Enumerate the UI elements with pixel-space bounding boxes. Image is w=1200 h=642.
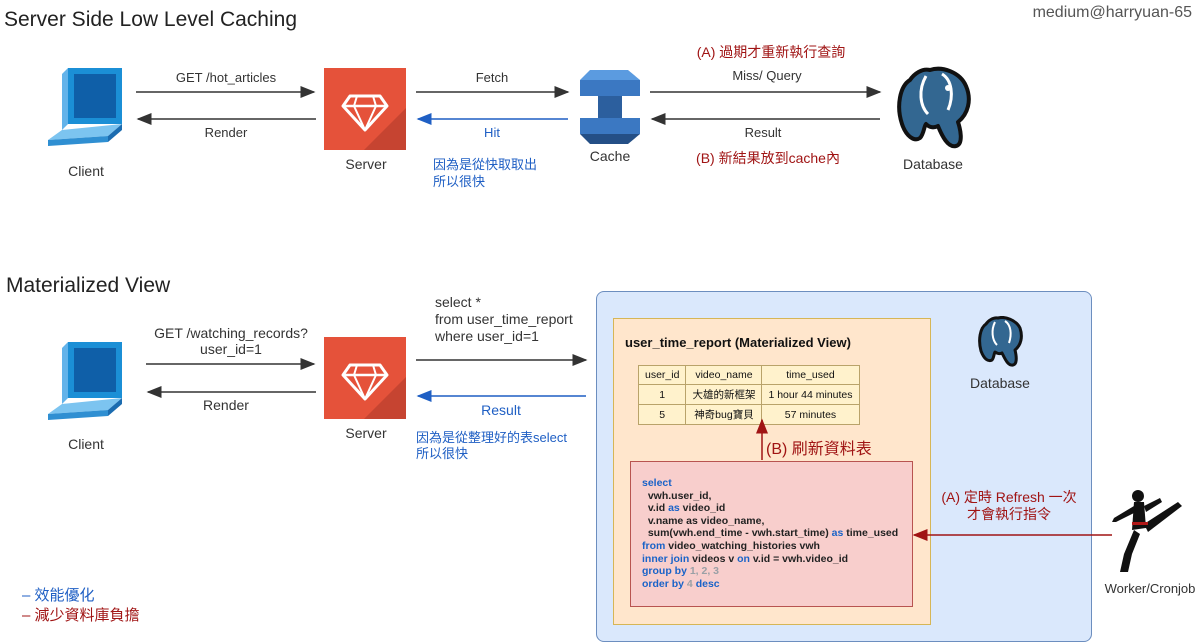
get-line2: user_id=1 — [200, 341, 262, 357]
cron-note: (A) 定時 Refresh 一次 才會執行指令 — [941, 489, 1076, 523]
table-cell: 57 minutes — [761, 404, 860, 425]
watermark: medium@harryuan-65 — [1032, 4, 1192, 21]
sql-keyword: desc — [695, 577, 720, 590]
bullet-performance: – 效能優化 — [22, 587, 95, 604]
query-line1: select * — [435, 294, 481, 310]
sql-text: sum(vwh.end_time - vwh.start_time) — [647, 527, 832, 540]
label-miss-query: Miss/ Query — [732, 68, 802, 83]
result-note-line1: 因為是從整理好的表select — [416, 430, 567, 445]
mv-title: user_time_report (Materialized View) — [625, 335, 851, 350]
server-icon — [324, 337, 406, 419]
sql-text: time_used — [843, 527, 899, 540]
section-title-caching: Server Side Low Level Caching — [4, 8, 297, 31]
laptop-icon — [48, 342, 122, 420]
server-label: Server — [345, 156, 387, 172]
label-result: Result — [744, 125, 782, 140]
sql-keyword: as — [831, 527, 844, 540]
query-line3: where user_id=1 — [435, 328, 539, 344]
cache-icon — [580, 70, 640, 144]
get-line1: GET /watching_records? — [154, 325, 308, 341]
sql-keyword: on — [737, 552, 750, 565]
sql-text: v.id — [647, 502, 669, 515]
sql-text: video_id — [679, 502, 726, 515]
laptop-icon — [48, 68, 122, 146]
sql-keyword: as — [668, 502, 680, 515]
sql-text: videos v — [689, 552, 738, 565]
database-label: Database — [903, 156, 963, 172]
label-fetch: Fetch — [475, 70, 509, 85]
sql-keyword: inner join — [642, 552, 690, 565]
sql-keyword: select — [642, 477, 672, 489]
sql-text: v.id = vwh.video_id — [749, 552, 849, 565]
label-render: Render — [204, 125, 248, 140]
sql-text: vwh.user_id, — [647, 489, 712, 502]
sql-number: 4 — [684, 577, 696, 590]
cron-note-line2: 才會執行指令 — [966, 506, 1051, 522]
sql-number: 1, 2, 3 — [686, 565, 720, 578]
server-icon — [324, 68, 406, 150]
worker-label: Worker/Cronjob — [1104, 581, 1196, 596]
sql-keyword: group by — [642, 565, 687, 578]
label-render: Render — [203, 397, 249, 413]
hit-note-line2: 所以很快 — [433, 174, 486, 189]
result-note-line2: 所以很快 — [416, 446, 469, 461]
table-row: 5 神奇bug寶貝 57 minutes — [637, 404, 860, 425]
hit-note-line1: 因為是從快取取出 — [433, 157, 538, 172]
sql-keyword: from — [642, 539, 666, 552]
label-result: Result — [481, 402, 521, 418]
section1-arrows — [136, 86, 882, 125]
mv-table: user_id video_name time_used 1 大雄的新框架 1 … — [637, 365, 860, 425]
database-label: Database — [970, 375, 1030, 391]
label-get-watching-records: GET /watching_records? user_id=1 — [154, 325, 308, 357]
note-b-store-cache: (B) 新結果放到cache內 — [696, 150, 840, 166]
query-line2: from user_time_report — [435, 311, 573, 327]
sql-text: v.name as video_name, — [647, 514, 765, 527]
client-label: Client — [68, 163, 104, 179]
section-title-materialized-view: Materialized View — [6, 274, 171, 297]
client-label: Client — [68, 436, 104, 452]
result-note: 因為是從整理好的表select 所以很快 — [416, 430, 567, 462]
sql-query-box — [630, 461, 913, 607]
database-icon — [978, 316, 1023, 367]
sql-query: select vwh.user_id, v.id as video_id v.n… — [642, 477, 898, 590]
database-icon — [897, 66, 971, 149]
hit-note: 因為是從快取取出 所以很快 — [433, 156, 537, 190]
bullet-reduce-db-load: – 減少資料庫負擔 — [22, 607, 140, 624]
note-a-expired-requery: (A) 過期才重新執行查詢 — [696, 44, 846, 60]
cron-note-line1: (A) 定時 Refresh 一次 — [941, 489, 1077, 505]
refresh-table-label: (B) 刷新資料表 — [766, 441, 872, 458]
table-cell: 神奇bug寶貝 — [685, 404, 763, 425]
sql-text: video_watching_histories vwh — [665, 539, 820, 552]
table-header: time_used — [761, 365, 860, 385]
cache-label: Cache — [589, 148, 631, 164]
server-label: Server — [345, 425, 387, 441]
label-get-hot-articles: GET /hot_articles — [175, 70, 277, 85]
label-select-query: select * from user_time_report where use… — [435, 294, 573, 345]
section2-arrows — [146, 354, 1112, 541]
sql-keyword: order by — [642, 577, 685, 590]
table-cell: 1 hour 44 minutes — [761, 384, 860, 405]
table-cell: 5 — [637, 404, 687, 425]
table-header-row: user_id video_name time_used — [637, 365, 860, 385]
worker-karate-icon — [1112, 490, 1182, 572]
table-cell: 1 — [637, 384, 687, 405]
label-hit: Hit — [484, 125, 500, 140]
